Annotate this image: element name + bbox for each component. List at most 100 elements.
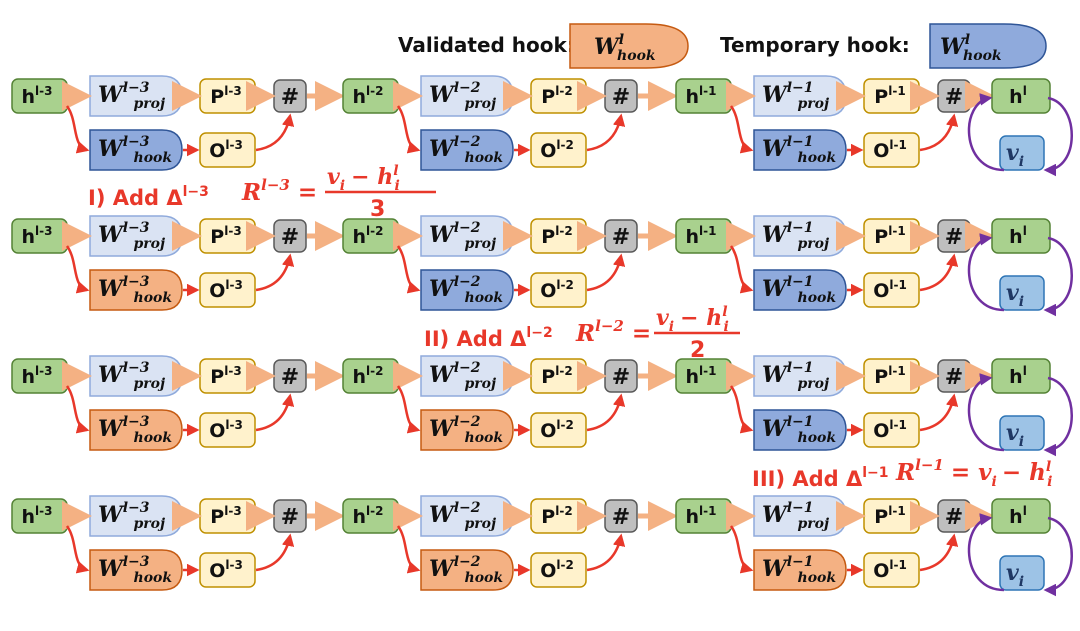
concat-input-arrow bbox=[255, 393, 295, 432]
hook-output-label: Ol-2 bbox=[540, 418, 574, 442]
validated-hook-box bbox=[753, 549, 847, 591]
legend-temporary-label: Temporary hook: bbox=[720, 33, 910, 57]
concat-symbol: # bbox=[945, 505, 963, 530]
hook-input-arrow bbox=[65, 105, 90, 154]
hook-output-label: Ol-2 bbox=[540, 278, 574, 302]
hidden-state-label: hl-2 bbox=[353, 224, 384, 248]
target-value-box bbox=[999, 275, 1045, 311]
hidden-state-label: hl-1 bbox=[686, 504, 717, 528]
hook-output-box bbox=[199, 132, 256, 168]
hidden-state-label: hl-3 bbox=[22, 364, 53, 388]
concat-input-arrow bbox=[586, 253, 626, 292]
hook-output-box bbox=[530, 272, 587, 308]
concat-symbol: # bbox=[612, 365, 630, 390]
projection-output-label: Pl-2 bbox=[541, 224, 572, 248]
hook-input-arrow bbox=[396, 385, 421, 434]
hook-output-box bbox=[199, 272, 256, 308]
hook-output-box bbox=[199, 412, 256, 448]
hook-output-box bbox=[863, 552, 920, 588]
concat-symbol: # bbox=[281, 225, 299, 250]
target-value-box bbox=[999, 555, 1045, 591]
validated-hook-box bbox=[89, 409, 183, 451]
hidden-state-label: hl-3 bbox=[22, 224, 53, 248]
hook-input-arrow bbox=[65, 385, 90, 434]
projection-output-label: Pl-1 bbox=[874, 504, 905, 528]
concat-input-arrow bbox=[255, 113, 295, 152]
hook-output-label: Ol-2 bbox=[540, 558, 574, 582]
loop-arrow-right bbox=[1043, 236, 1073, 317]
validated-hook-box bbox=[89, 549, 183, 591]
hook-output-box bbox=[530, 132, 587, 168]
svg-text:Rl−3=: Rl−3= bbox=[241, 176, 317, 206]
hook-input-arrow bbox=[729, 245, 754, 294]
legend-validated-label: Validated hook: bbox=[398, 33, 575, 57]
projection-output-label: Pl-2 bbox=[541, 364, 572, 388]
output-group: hl vi bbox=[967, 218, 1073, 317]
hook-input-arrow bbox=[396, 245, 421, 294]
svg-text:vi− hli: vi− hli bbox=[327, 163, 400, 194]
hook-output-box bbox=[199, 552, 256, 588]
temporary-hook-box bbox=[89, 129, 183, 171]
concat-input-arrow bbox=[586, 113, 626, 152]
concat-input-arrow bbox=[919, 393, 959, 432]
loop-arrow-left bbox=[967, 233, 1005, 312]
validated-hook-box bbox=[420, 549, 514, 591]
hook-output-label: Ol-3 bbox=[209, 558, 243, 582]
hook-output-box bbox=[530, 552, 587, 588]
hook-output-label: Ol-1 bbox=[873, 418, 907, 442]
output-hidden-state-label: hl bbox=[1009, 224, 1027, 248]
temporary-hook-box bbox=[420, 129, 514, 171]
temporary-hook-box bbox=[753, 269, 847, 311]
target-value-label: vi bbox=[1006, 420, 1024, 450]
hidden-state-label: hl-3 bbox=[22, 84, 53, 108]
projection-output-label: Pl-2 bbox=[541, 504, 572, 528]
output-hidden-state-label: hl bbox=[1009, 364, 1027, 388]
hook-input-arrow bbox=[729, 105, 754, 154]
hook-output-box bbox=[863, 132, 920, 168]
loop-arrow-left bbox=[967, 93, 1005, 172]
concat-symbol: # bbox=[281, 85, 299, 110]
concat-symbol: # bbox=[612, 505, 630, 530]
hook-output-label: Ol-1 bbox=[873, 138, 907, 162]
target-value-label: vi bbox=[1006, 280, 1024, 310]
hidden-state-label: hl-1 bbox=[686, 224, 717, 248]
svg-text:Rl−2=: Rl−2= bbox=[575, 317, 651, 347]
validated-hook-box bbox=[89, 269, 183, 311]
hidden-state-label: hl-1 bbox=[686, 84, 717, 108]
concat-input-arrow bbox=[255, 253, 295, 292]
svg-text:3: 3 bbox=[370, 197, 385, 222]
concat-symbol: # bbox=[945, 365, 963, 390]
output-hidden-state-label: hl bbox=[1009, 504, 1027, 528]
hook-output-label: Ol-1 bbox=[873, 278, 907, 302]
svg-text:III) Add Δl−1: III) Add Δl−1 bbox=[752, 465, 889, 491]
concat-input-arrow bbox=[255, 533, 295, 572]
validated-hook-box bbox=[420, 409, 514, 451]
temporary-hook-box bbox=[753, 129, 847, 171]
target-value-box bbox=[999, 415, 1045, 451]
concat-symbol: # bbox=[281, 505, 299, 530]
output-hidden-state-label: hl bbox=[1009, 84, 1027, 108]
